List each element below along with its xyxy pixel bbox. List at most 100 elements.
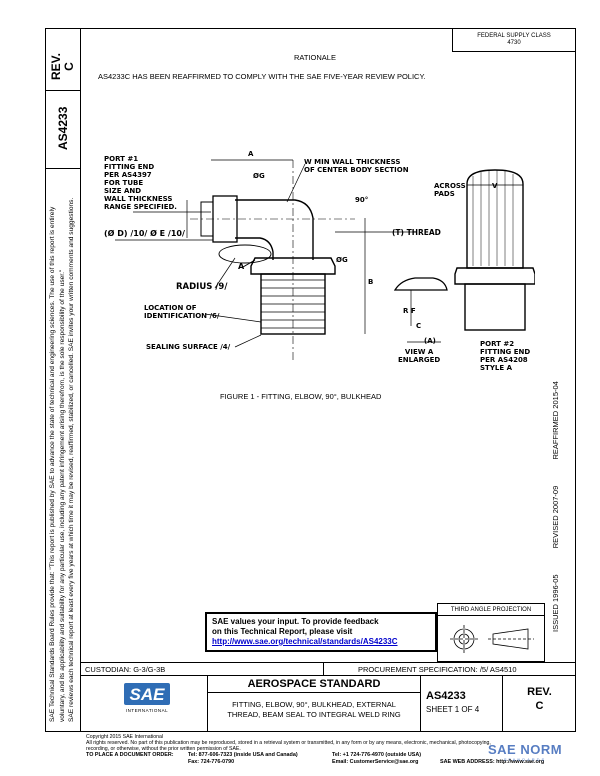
footer-rights2: recording, or otherwise, without the pri… — [86, 746, 241, 753]
title-block-doc-divider — [420, 675, 421, 732]
port2-line: PORT #2 — [480, 340, 515, 348]
document-title-line2: THREAD, BEAM SEAL TO INTEGRAL WELD RING — [227, 710, 401, 719]
sae-logo-sub: INTERNATIONAL — [125, 708, 169, 713]
rationale-title: RATIONALE — [294, 53, 336, 62]
feedback-box: SAE values your input. To provide feedba… — [205, 612, 437, 652]
view-a-note: VIEW A ENLARGED — [398, 348, 440, 364]
sae-logo-mark: SAE — [124, 683, 170, 705]
left-doc-number: AS4233 — [56, 106, 70, 150]
footer-web[interactable]: SAE WEB ADDRESS: http://www.sae.org — [440, 759, 545, 765]
port2-note: PORT #2 FITTING END PER AS4208 STYLE A — [480, 340, 530, 372]
rationale-text: AS4233C HAS BEEN REAFFIRMED TO COMPLY WI… — [98, 72, 426, 81]
side-notice: SAE Technical Standards Board Rules prov… — [48, 198, 77, 722]
leader-location — [204, 313, 262, 323]
view-a-arrow — [242, 259, 256, 268]
footer-tel2: Tel: +1 724-776-4970 (outside USA) — [332, 752, 422, 758]
left-rev-label: REV. C — [49, 53, 76, 80]
elbow-outline — [235, 199, 314, 260]
footer-email[interactable]: Email: CustomerService@sae.org — [332, 759, 419, 765]
port1-line: WALL THICKNESS — [104, 195, 173, 203]
wall-line: OF CENTER BODY SECTION — [304, 166, 409, 174]
port1-line: PER AS4397 — [104, 171, 152, 179]
wall-line: W MIN WALL THICKNESS — [304, 158, 401, 166]
location-line: LOCATION OF — [144, 304, 197, 312]
federal-supply-class: FEDERAL SUPPLY CLASS — [477, 33, 551, 39]
location-line: IDENTIFICATION /6/ — [144, 312, 220, 320]
date-issued: ISSUED 1996-05 — [551, 574, 560, 632]
figure-caption: FIGURE 1 - FITTING, ELBOW, 90°, BULKHEAD — [220, 392, 382, 401]
port1-line: RANGE SPECIFIED. — [104, 203, 177, 211]
footer: Copyright 2015 SAE International All rig… — [86, 734, 491, 753]
dim-v-label: V — [492, 182, 498, 190]
dim-a-top-label: A — [248, 150, 254, 158]
elbow-flange — [250, 257, 336, 275]
port2-line: PER AS4208 — [480, 356, 528, 364]
side-notice-line2: voluntary, and its applicability and sui… — [58, 269, 66, 722]
footer-order-row: TO PLACE A DOCUMENT ORDER: — [86, 752, 174, 759]
revision-dates: ISSUED 1996-05 REVISED 2007-09 REAFFIRME… — [551, 381, 560, 632]
dim-b-label: B — [368, 278, 374, 286]
sheet-label: SHEET 1 OF 4 — [426, 705, 480, 714]
document-title-line1: FITTING, ELBOW, 90°, BULKHEAD, EXTERNAL — [232, 700, 396, 709]
rf-label: R F — [403, 307, 416, 315]
date-revised: REVISED 2007-09 — [551, 485, 560, 549]
footer-order-label: TO PLACE A DOCUMENT ORDER: — [86, 752, 174, 758]
date-reaffirmed: REAFFIRMED 2015-04 — [551, 381, 560, 460]
left-doc-divider — [45, 168, 80, 169]
title-rev-value: C — [535, 700, 544, 712]
dim-aa-label: (A) — [424, 337, 436, 345]
custodian-label: CUSTODIAN: G-3/G-3B — [85, 665, 166, 674]
footer-copyright: Copyright 2015 SAE International — [86, 734, 163, 740]
across-line: ACROSS — [434, 182, 466, 190]
thread-lines — [261, 279, 325, 329]
procurement-label: PROCUREMENT SPECIFICATION: /5/ AS4510 — [358, 665, 517, 674]
port2-line: STYLE A — [480, 364, 512, 372]
title-rev: REV. C — [503, 685, 576, 713]
left-rev-divider — [45, 90, 80, 91]
feedback-link[interactable]: http://www.sae.org/technical/standards/A… — [212, 637, 398, 646]
across-line: PADS — [434, 190, 455, 198]
side-notice-line3: SAE reviews each technical report at lea… — [68, 197, 75, 722]
left-rev-value: C — [62, 62, 76, 71]
left-column-divider — [80, 28, 81, 732]
title-rev-label: REV. — [527, 686, 552, 698]
sae-logo-text: SAE — [130, 685, 166, 704]
footer-rights1: All rights reserved. No part of this pub… — [86, 740, 491, 747]
projection-label: THIRD ANGLE PROJECTION — [438, 604, 544, 616]
projection-box: THIRD ANGLE PROJECTION — [437, 603, 545, 662]
title-block-col-divider1 — [323, 662, 324, 676]
wall-note: W MIN WALL THICKNESS OF CENTER BODY SECT… — [304, 158, 409, 174]
view-line: VIEW A — [404, 348, 434, 356]
port1-note: PORT #1 FITTING END PER AS4397 FOR TUBE … — [104, 155, 177, 211]
title-block-logo-divider — [207, 675, 208, 732]
port2-line: FITTING END — [480, 348, 531, 356]
leader-radius — [214, 257, 236, 289]
sealing-note: SEALING SURFACE /4/ — [146, 343, 231, 351]
dia-d-e-note: (Ø D) /10/ Ø E /10/ — [104, 229, 185, 238]
view-a-seat — [393, 277, 448, 291]
watermark-text: SAE NORM — [488, 742, 563, 757]
footer-tel1: Tel: 877-606-7323 (inside USA and Canada… — [188, 752, 298, 758]
port1-line: SIZE AND — [104, 187, 142, 195]
federal-supply-box: FEDERAL SUPPLY CLASS 4730 — [452, 28, 576, 52]
dim-g2-label: ØG — [336, 256, 348, 264]
federal-supply-number: 4730 — [507, 40, 521, 46]
leader-wall — [286, 163, 306, 203]
projection-symbol — [450, 625, 534, 653]
document-title: FITTING, ELBOW, 90°, BULKHEAD, EXTERNAL … — [208, 700, 420, 720]
sae-logo: SAE INTERNATIONAL — [122, 683, 172, 713]
feedback-line1: SAE values your input. To provide feedba… — [212, 617, 379, 626]
thread-note: (T) THREAD — [392, 228, 441, 237]
title-doc-number: AS4233 — [426, 690, 466, 702]
leader-sealing — [234, 334, 262, 348]
across-pads-note: ACROSS PADS — [434, 182, 466, 198]
title-block-std-divider — [207, 692, 420, 693]
port1-line: PORT #1 — [104, 155, 139, 163]
port2-body — [464, 283, 526, 331]
radius-note: RADIUS /9/ — [176, 282, 228, 292]
dim-g1-label: ØG — [253, 172, 265, 180]
watermark: SAE NORM STANDARDS — [488, 742, 562, 762]
view-a-marker: A — [238, 262, 245, 271]
cap-dome — [466, 169, 524, 269]
location-note: LOCATION OF IDENTIFICATION /6/ — [144, 304, 219, 320]
